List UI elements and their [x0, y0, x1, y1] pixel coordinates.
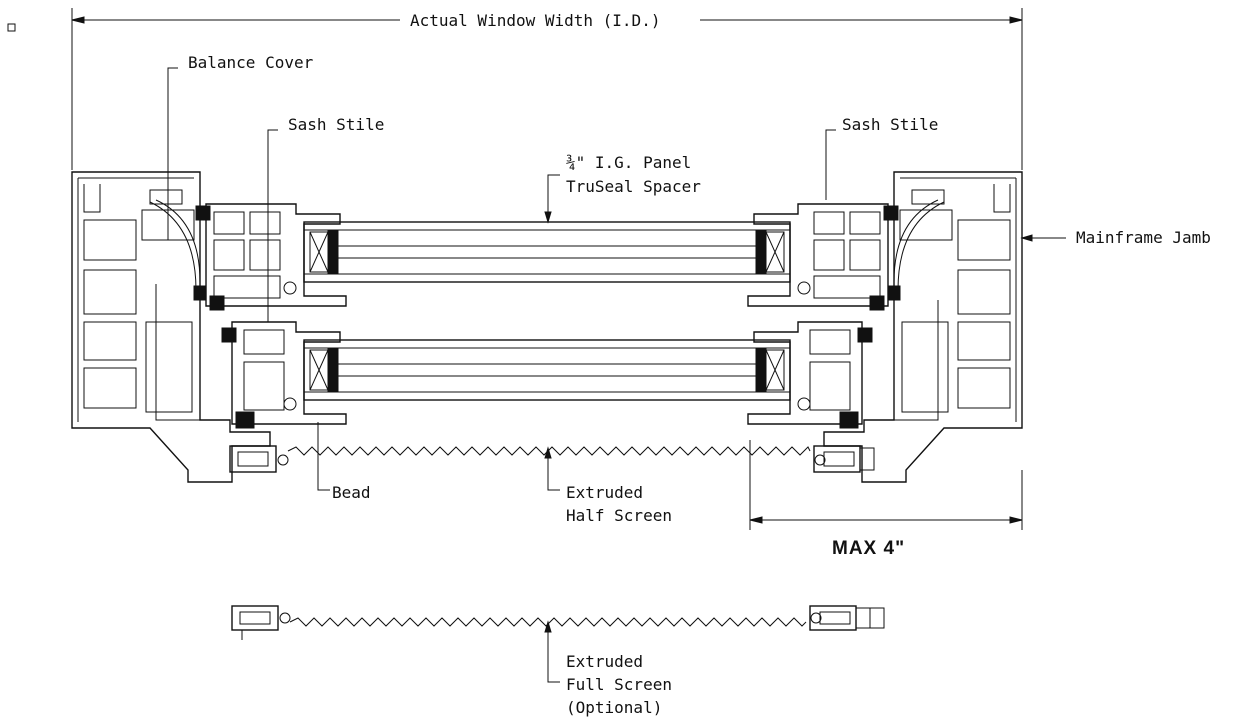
bead-label: Bead	[332, 483, 371, 502]
full-screen-label-1: Extruded	[566, 652, 643, 671]
full-screen	[231, 605, 885, 640]
truseal-spacer-label: TruSeal Spacer	[566, 177, 701, 196]
full-screen-label-3: (Optional)	[566, 698, 662, 717]
balance-cover-label: Balance Cover	[188, 53, 314, 72]
corner-mark	[7, 23, 16, 32]
actual-width-label: Actual Window Width (I.D.)	[410, 11, 660, 30]
sash-stile-right-label: Sash Stile	[842, 115, 938, 134]
lower-ig-panel	[303, 339, 791, 401]
upper-right-sash-stile	[747, 203, 901, 311]
max-dimension	[749, 440, 1023, 530]
half-screen-label-2: Half Screen	[566, 506, 672, 525]
half-screen	[229, 445, 875, 473]
upper-ig-panel	[303, 221, 791, 283]
half-screen-label-1: Extruded	[566, 483, 643, 502]
left-mainframe-jamb	[71, 171, 271, 483]
max-dimension-label: MAX 4"	[832, 538, 905, 559]
full-screen-label-2: Full Screen	[566, 675, 672, 694]
width-dimension: Actual Window Width (I.D.)	[71, 8, 1023, 170]
lower-right-sash-stile	[747, 321, 873, 429]
leaders	[167, 67, 1066, 683]
ig-panel-label: ¾" I.G. Panel	[566, 153, 691, 172]
lower-left-sash-stile	[221, 321, 347, 429]
sash-stile-left-label: Sash Stile	[288, 115, 384, 134]
upper-left-sash-stile	[193, 203, 347, 311]
right-mainframe-jamb	[823, 171, 1023, 483]
mainframe-jamb-label: Mainframe Jamb	[1076, 228, 1211, 247]
